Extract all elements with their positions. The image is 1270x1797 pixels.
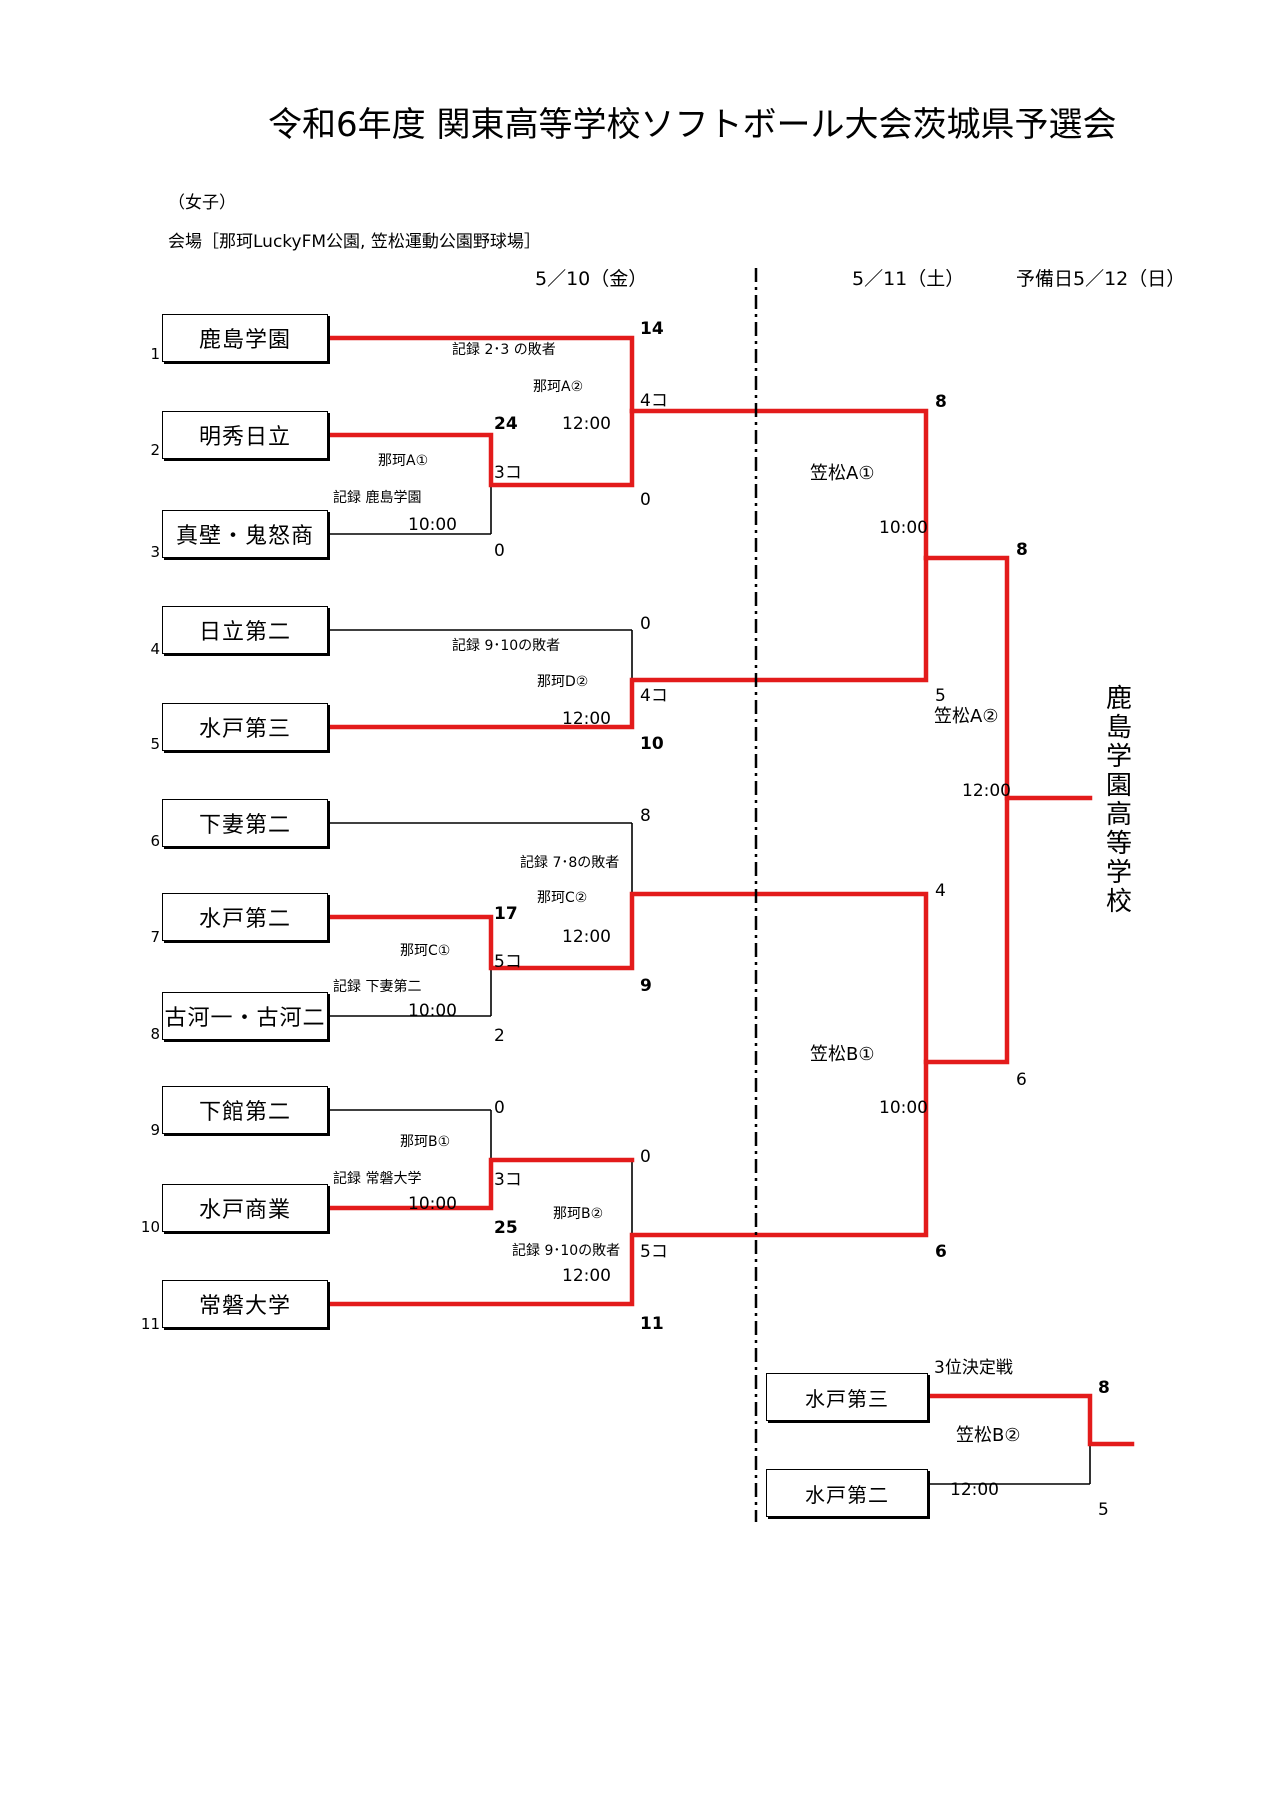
g5-score-bottom: 9 — [640, 976, 652, 996]
g6-time: 10:00 — [408, 1194, 457, 1214]
g7-time: 12:00 — [562, 1266, 611, 1286]
s1-score-bottom: 5 — [935, 686, 946, 706]
seed-11: 11 — [140, 1315, 160, 1333]
third-venue: 笠松B② — [956, 1425, 1021, 1446]
g5-time: 12:00 — [562, 927, 611, 947]
g5-record: 記録 7･8の敗者 — [520, 855, 620, 871]
s2-venue: 笠松B① — [810, 1044, 875, 1065]
g3-time: 12:00 — [562, 709, 611, 729]
g6-record: 記録 常磐大学 — [333, 1171, 422, 1187]
date-reserve: 予備日5／12（日） — [1016, 268, 1186, 290]
seed-6: 6 — [150, 832, 160, 850]
team-box-11: 常磐大学 — [162, 1280, 328, 1328]
g2-record: 記録 2･3 の敗者 — [452, 342, 556, 358]
g3-venue: 那珂D② — [537, 674, 589, 690]
third-team-top: 水戸第三 — [766, 1373, 928, 1421]
g6-score-bottom: 25 — [494, 1218, 518, 1238]
g2-innings: 4コ — [640, 391, 668, 411]
third-score-top: 8 — [1098, 1378, 1110, 1398]
g4-innings: 5コ — [494, 952, 522, 972]
g1-venue: 那珂A① — [378, 453, 429, 469]
venue-label: 会場［那珂LuckyFM公園, 笠松運動公園野球場］ — [168, 232, 541, 252]
team-box-2: 明秀日立 — [162, 411, 328, 459]
s2-time: 10:00 — [879, 1098, 928, 1118]
third-time: 12:00 — [950, 1480, 999, 1500]
g7-record: 記録 9･10の敗者 — [512, 1243, 621, 1259]
third-score-bottom: 5 — [1098, 1500, 1109, 1520]
third-label: 3位決定戦 — [934, 1358, 1013, 1378]
seed-5: 5 — [150, 735, 160, 753]
g1-score-bottom: 0 — [494, 541, 505, 561]
g7-venue: 那珂B② — [553, 1206, 604, 1222]
g4-venue: 那珂C① — [400, 943, 451, 959]
g3-record: 記録 9･10の敗者 — [452, 638, 561, 654]
s1-venue: 笠松A① — [810, 463, 875, 484]
s2-score-bottom: 6 — [935, 1242, 947, 1262]
g7-score-bottom: 11 — [640, 1314, 664, 1334]
team-box-9: 下館第二 — [162, 1086, 328, 1134]
seed-10: 10 — [140, 1218, 160, 1236]
date-day2: 5／11（土） — [852, 268, 965, 290]
g7-score-top: 0 — [640, 1147, 651, 1167]
final-time: 12:00 — [962, 781, 1011, 801]
seed-2: 2 — [150, 441, 160, 459]
g4-score-top: 17 — [494, 904, 518, 924]
s1-time: 10:00 — [879, 518, 928, 538]
date-day1: 5／10（金） — [535, 268, 648, 290]
s2-score-top: 4 — [935, 881, 946, 901]
g1-score-top: 24 — [494, 414, 518, 434]
seed-4: 4 — [150, 640, 160, 658]
team-box-10: 水戸商業 — [162, 1184, 328, 1232]
final-venue: 笠松A② — [934, 706, 999, 727]
team-box-7: 水戸第二 — [162, 893, 328, 941]
page-title: 令和6年度 関東高等学校ソフトボール大会茨城県予選会 — [268, 105, 1117, 145]
g2-score-top: 14 — [640, 319, 664, 339]
g4-score-bottom: 2 — [494, 1026, 505, 1046]
seed-8: 8 — [150, 1025, 160, 1043]
seed-3: 3 — [150, 543, 160, 561]
third-team-bottom: 水戸第二 — [766, 1469, 928, 1517]
g2-time: 12:00 — [562, 414, 611, 434]
s1-score-top: 8 — [935, 392, 947, 412]
g1-time: 10:00 — [408, 515, 457, 535]
g3-innings: 4コ — [640, 686, 668, 706]
seed-7: 7 — [150, 928, 160, 946]
g6-venue: 那珂B① — [400, 1134, 451, 1150]
g6-innings: 3コ — [494, 1170, 522, 1190]
category-label: （女子） — [168, 193, 236, 213]
team-box-5: 水戸第三 — [162, 703, 328, 751]
team-box-6: 下妻第二 — [162, 799, 328, 847]
g1-record: 記録 鹿島学園 — [333, 490, 422, 506]
g3-score-top: 0 — [640, 614, 651, 634]
g7-innings: 5コ — [640, 1242, 668, 1262]
g4-record: 記録 下妻第二 — [333, 979, 422, 995]
g4-time: 10:00 — [408, 1001, 457, 1021]
g3-score-bottom: 10 — [640, 734, 664, 754]
team-box-8: 古河一・古河二 — [162, 992, 328, 1040]
seed-1: 1 — [150, 345, 160, 363]
g5-venue: 那珂C② — [537, 890, 588, 906]
final-score-bottom: 6 — [1016, 1070, 1027, 1090]
team-box-3: 真壁・鬼怒商 — [162, 510, 328, 558]
g5-score-top: 8 — [640, 806, 651, 826]
g6-score-top: 0 — [494, 1098, 505, 1118]
team-box-4: 日立第二 — [162, 606, 328, 654]
final-score-top: 8 — [1016, 540, 1028, 560]
g2-venue: 那珂A② — [533, 379, 584, 395]
g1-innings: 3コ — [494, 463, 522, 483]
seed-9: 9 — [150, 1121, 160, 1139]
champion-name: 鹿島学園高等学校 — [1105, 684, 1132, 917]
g2-score-bottom: 0 — [640, 490, 651, 510]
team-box-1: 鹿島学園 — [162, 314, 328, 362]
